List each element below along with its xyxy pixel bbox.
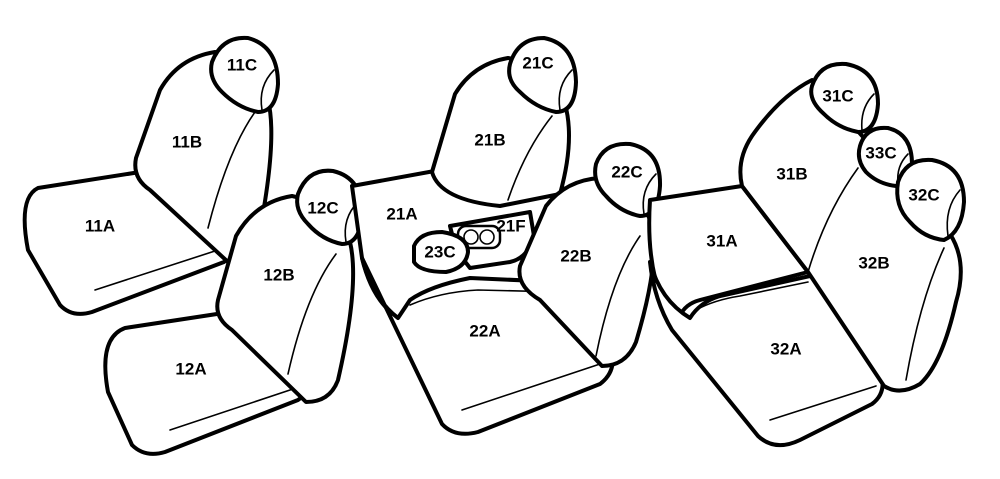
label-31C: 31C — [822, 86, 853, 105]
seat-21-22-bench: 21A 21B 21C 21F 23C 22A 22B 22C — [350, 36, 663, 436]
seat-22-backrest-seam — [595, 235, 641, 357]
label-31A: 31A — [706, 231, 737, 250]
label-11A: 11A — [85, 216, 115, 235]
cupholder-cup-left-icon — [463, 229, 479, 245]
seat-32-cushion-front-seam — [769, 385, 877, 421]
seat-22-headrest-seam — [642, 173, 657, 215]
seat-31-headrest — [809, 61, 880, 134]
seat-31-32-backrest-divider — [807, 167, 859, 273]
label-21A: 21A — [386, 204, 417, 223]
label-21B: 21B — [474, 130, 505, 149]
seat-11-headrest-seam — [260, 69, 275, 111]
seat-11: 11A 11B 11C — [22, 35, 280, 316]
label-21F: 21F — [496, 216, 525, 235]
label-11C: 11C — [227, 55, 257, 74]
label-11B: 11B — [172, 132, 202, 151]
seat-12-backrest-seam — [287, 253, 337, 375]
label-32C: 32C — [908, 185, 939, 204]
label-31B: 31B — [776, 164, 807, 183]
seat-21-backrest-seam — [507, 115, 553, 201]
seat-22-cushion-front-seam — [461, 363, 601, 411]
seat-31-headrest-seam — [860, 93, 875, 131]
label-12C: 12C — [307, 198, 338, 217]
label-12A: 12A — [175, 359, 206, 378]
cupholder-cup-right-icon — [479, 229, 495, 245]
seat-12: 12A 12B 12C — [103, 168, 365, 456]
seat-12-cushion-seam — [169, 387, 297, 431]
label-32B: 32B — [858, 253, 889, 272]
seat-11-backrest-seam — [207, 111, 256, 229]
label-21C: 21C — [522, 53, 553, 72]
seat-11-cushion-seam — [94, 249, 219, 291]
label-22C: 22C — [611, 162, 642, 181]
seat-31-32-bench: 31A 31B 31C 33C 32C 32B 32A — [647, 61, 966, 448]
label-22B: 22B — [560, 246, 591, 265]
seat-32-cushion-seam — [695, 281, 809, 311]
label-33C: 33C — [865, 143, 896, 162]
seat-32-headrest-seam — [946, 189, 961, 237]
seat-22-cushion-seam — [409, 289, 561, 306]
seat-32-backrest-seam — [905, 247, 945, 381]
label-32A: 32A — [770, 339, 801, 358]
seat-23C-pad — [412, 230, 470, 274]
seat-12-backrest — [215, 194, 356, 404]
label-22A: 22A — [469, 321, 500, 340]
seat-21-headrest-seam — [558, 69, 573, 111]
label-12B: 12B — [263, 265, 294, 284]
label-23C: 23C — [424, 242, 455, 261]
seat-31-32-backrest — [738, 78, 963, 393]
